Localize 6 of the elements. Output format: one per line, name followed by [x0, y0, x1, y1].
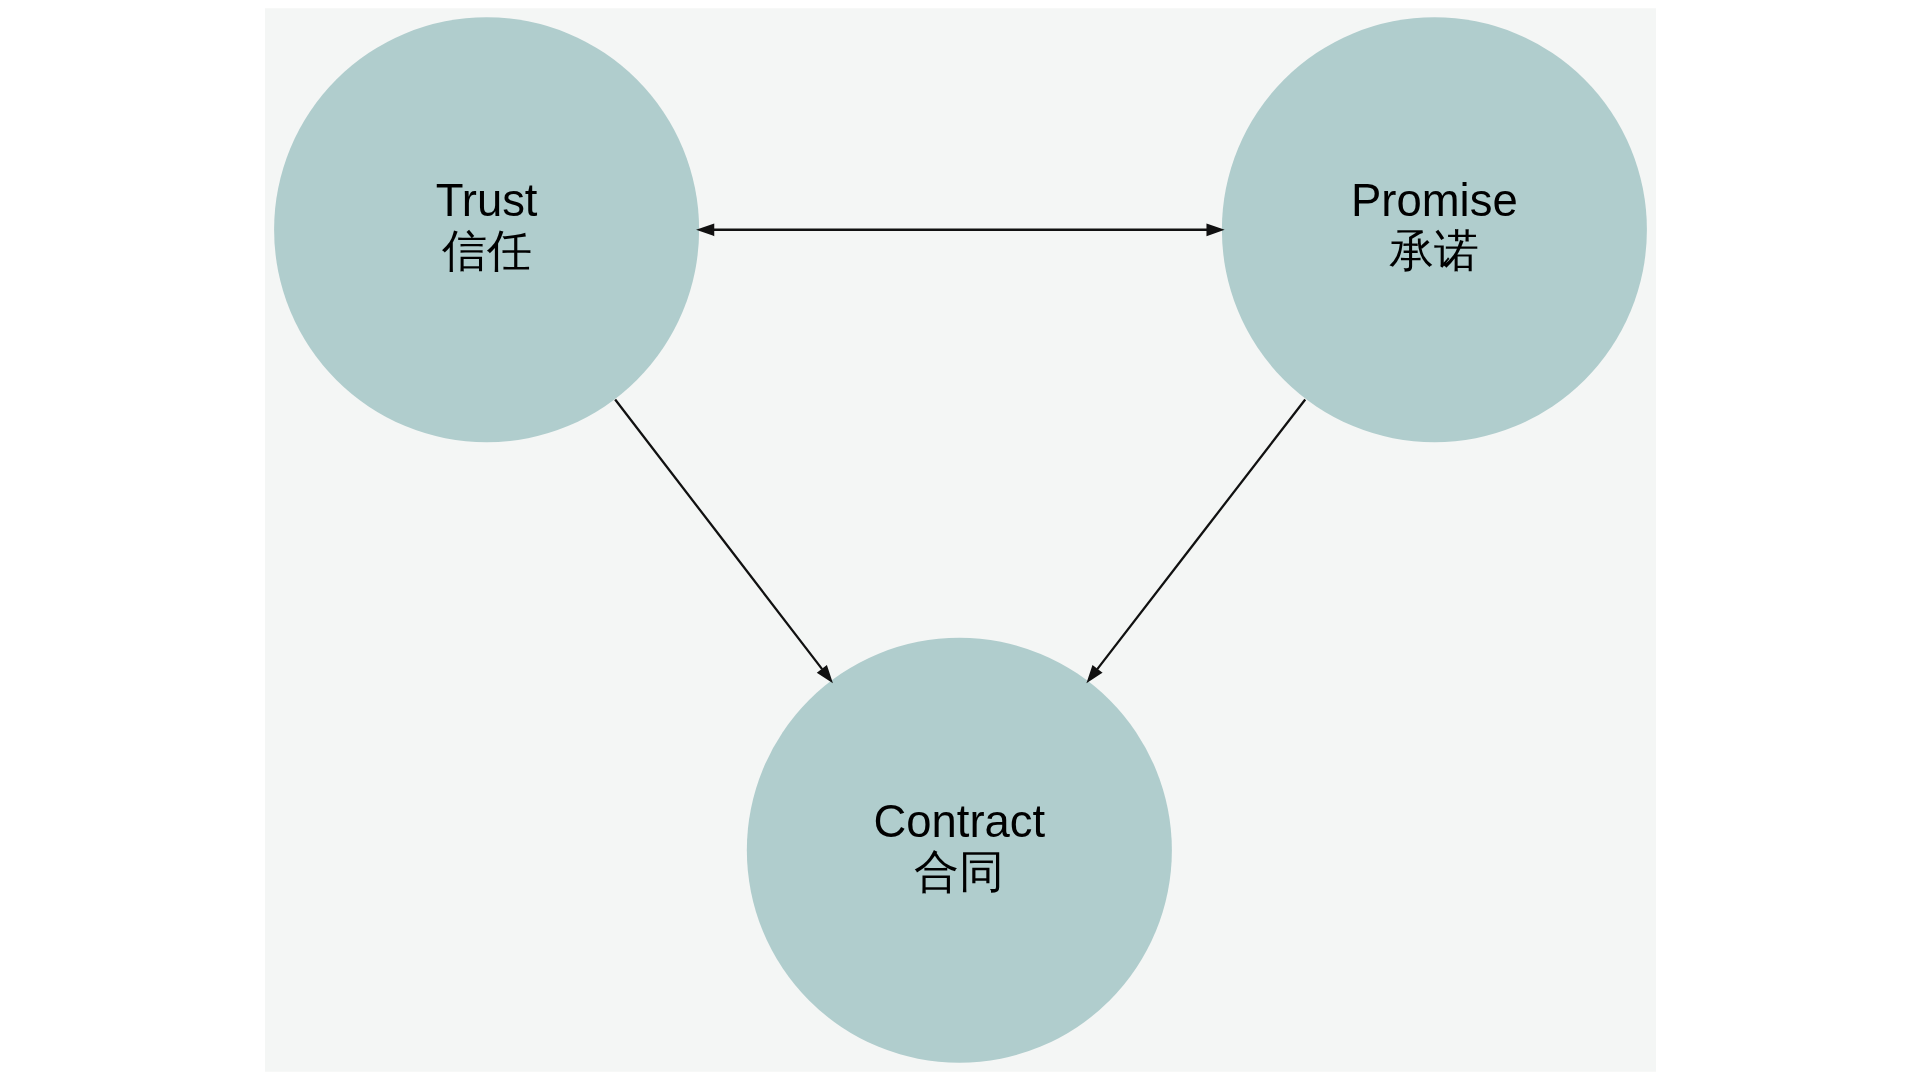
node-circle: Promise 承诺	[1221, 17, 1647, 443]
node-circle: Trust 信任	[273, 17, 699, 443]
arrow	[1085, 398, 1306, 684]
node-circle: Contract 合同	[746, 637, 1172, 1063]
arrow	[613, 398, 833, 684]
arrow	[695, 223, 1225, 237]
